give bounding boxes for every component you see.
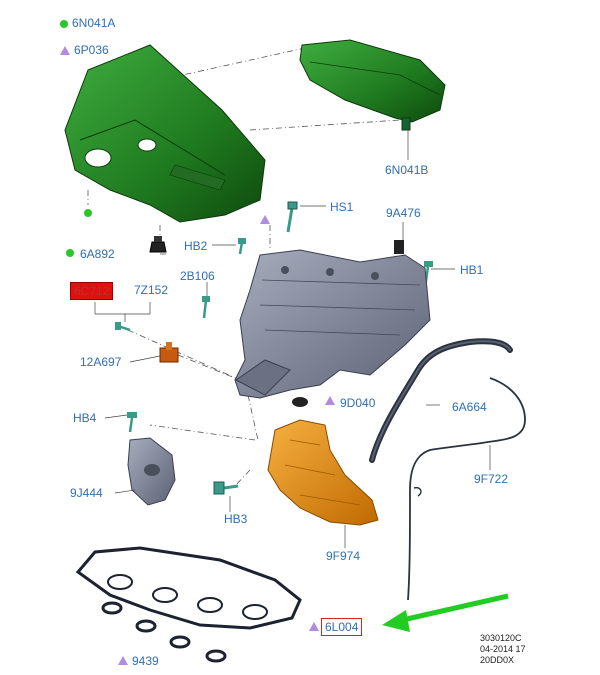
label-leaders <box>94 120 491 548</box>
label-6l004: 6L004 <box>321 618 363 636</box>
stud-2b106 <box>202 296 210 319</box>
tube-9f722 <box>407 377 526 601</box>
bolt-hb3 <box>213 481 239 495</box>
green-dot-icon <box>60 19 68 28</box>
legend-item-triangle: 6P036 <box>60 43 109 57</box>
marker-triangle-manifold <box>260 215 270 224</box>
legend-code: 6N041A <box>72 16 116 30</box>
valve-12a697 <box>159 342 179 363</box>
screw-hs1 <box>286 201 298 233</box>
bolt-hb4 <box>127 412 137 433</box>
marker-triangle-6l004 <box>309 622 319 631</box>
label-9f722: 9F722 <box>474 472 509 486</box>
highlight-arrow <box>382 593 509 632</box>
label-12a697: 12A697 <box>80 355 122 369</box>
stamp-line: 20DD0X <box>480 655 515 665</box>
gasket-6l004 <box>75 546 302 630</box>
label-9j444: 9J444 <box>70 486 103 500</box>
heat-shield-9f974 <box>267 419 379 526</box>
label-7z152: 7Z152 <box>134 283 169 297</box>
label-6c712: 6C712 <box>70 282 114 300</box>
marker-dot-cover <box>84 209 92 217</box>
marker-dot-6a892 <box>66 249 74 257</box>
label-9a476: 9A476 <box>386 206 421 220</box>
label-hb3: HB3 <box>224 512 248 526</box>
label-2b106: 2B106 <box>180 269 215 283</box>
drawing-stamp: 3030120C 04-2014 17 20DD0X <box>480 633 526 666</box>
legend-code: 6P036 <box>74 43 109 57</box>
cylinder-head-cover <box>234 249 431 399</box>
purple-triangle-icon <box>60 46 70 56</box>
label-6a892: 6A892 <box>80 247 115 261</box>
label-hs1: HS1 <box>330 200 354 214</box>
marker-triangle-9439 <box>118 656 128 665</box>
bolt-7z152 <box>115 322 131 332</box>
label-9439: 9439 <box>132 654 159 668</box>
leader-lines <box>87 47 401 488</box>
label-hb2: HB2 <box>184 239 208 253</box>
legend-item-dot: 6N041A <box>60 16 115 30</box>
stamp-line: 3030120C <box>480 633 522 643</box>
label-6n041b: 6N041B <box>385 163 429 177</box>
hose-6a664 <box>369 338 513 463</box>
plug-9d040 <box>292 397 308 407</box>
stamp-line: 04-2014 17 <box>480 644 526 654</box>
grommet-6a892 <box>149 236 167 253</box>
label-9f974: 9F974 <box>326 549 361 563</box>
marker-triangle-9d040 <box>325 396 335 405</box>
label-hb4: HB4 <box>73 411 97 425</box>
engine-cover-6n041a <box>64 44 266 223</box>
bracket-9j444 <box>127 437 176 506</box>
label-hb1: HB1 <box>460 263 484 277</box>
cover-insulator-6n041b <box>299 39 446 131</box>
label-6a664: 6A664 <box>452 400 487 414</box>
bolt-hb2 <box>238 238 246 255</box>
label-9d040: 9D040 <box>340 396 376 410</box>
fitting-9a476 <box>394 240 404 254</box>
seals-9439 <box>101 601 227 663</box>
